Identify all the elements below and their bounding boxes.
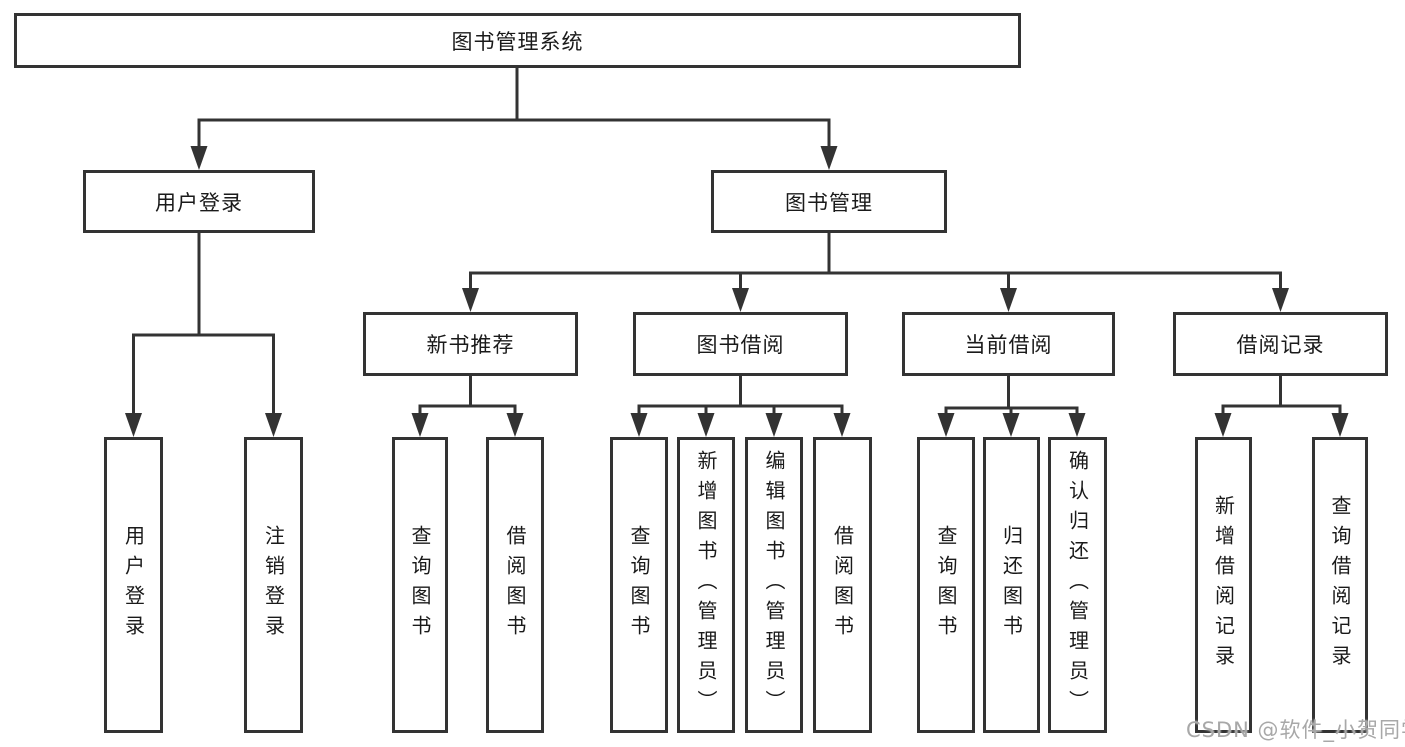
watermark: CSDN @软件_小贺同学	[1186, 718, 1405, 742]
leaf-logout: 注销登录	[244, 437, 303, 733]
leaf-cb-return-book: 归还图书	[983, 437, 1040, 733]
arrowhead-down-icon	[506, 413, 524, 437]
node-user-login: 用户登录	[83, 170, 315, 233]
leaf-bb-add-book-admin: 新增图书（管理员）	[677, 437, 735, 733]
node-book-borrow: 图书借阅	[633, 312, 848, 376]
arrowhead-down-icon	[190, 146, 208, 170]
node-root: 图书管理系统	[14, 13, 1021, 68]
arrowhead-down-icon	[265, 413, 282, 437]
leaf-cb-confirm-return-admin: 确认归还（管理员）	[1048, 437, 1107, 733]
leaf-nbr-query-book: 查询图书	[392, 437, 448, 733]
leaf-bb-query-book: 查询图书	[610, 437, 668, 733]
leaf-cb-query-book: 查询图书	[917, 437, 975, 733]
arrowhead-down-icon	[697, 413, 715, 437]
arrowhead-down-icon	[937, 413, 955, 437]
node-book-management: 图书管理	[711, 170, 947, 233]
arrowhead-down-icon	[125, 413, 142, 437]
leaf-bb-edit-book-admin: 编辑图书（管理员）	[745, 437, 803, 733]
node-new-book-recommend: 新书推荐	[363, 312, 578, 376]
leaf-bb-borrow-book: 借阅图书	[813, 437, 872, 733]
leaf-nbr-borrow-book: 借阅图书	[486, 437, 544, 733]
node-current-borrow: 当前借阅	[902, 312, 1115, 376]
arrowhead-down-icon	[833, 413, 851, 437]
arrowhead-down-icon	[1068, 413, 1086, 437]
leaf-br-query-record: 查询借阅记录	[1312, 437, 1368, 733]
arrowhead-down-icon	[411, 413, 429, 437]
arrowhead-down-icon	[1272, 288, 1289, 312]
arrowhead-down-icon	[1331, 413, 1349, 437]
arrowhead-down-icon	[1214, 413, 1232, 437]
arrowhead-down-icon	[820, 146, 838, 170]
arrowhead-down-icon	[630, 413, 648, 437]
node-borrow-record: 借阅记录	[1173, 312, 1388, 376]
arrowhead-down-icon	[1002, 413, 1020, 437]
arrowhead-down-icon	[462, 288, 479, 312]
arrowhead-down-icon	[1000, 288, 1017, 312]
arrowhead-down-icon	[732, 288, 749, 312]
leaf-br-add-record: 新增借阅记录	[1195, 437, 1252, 733]
arrowhead-down-icon	[765, 413, 783, 437]
leaf-user-login: 用户登录	[104, 437, 163, 733]
